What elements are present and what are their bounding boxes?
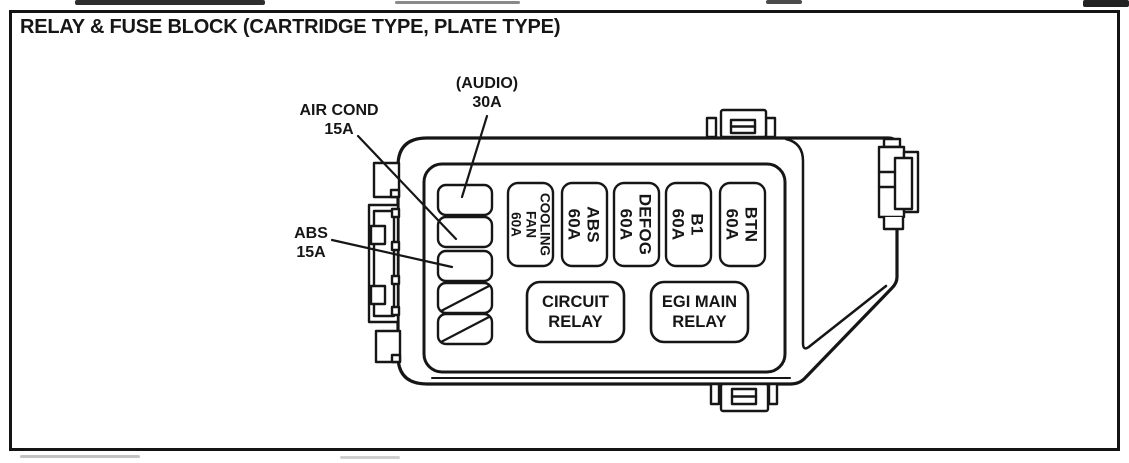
connector-right [877,137,920,231]
scan-artifact [75,0,265,5]
relay-circuit [525,280,626,344]
fuse-label-defog: DEFOG 60A [614,183,659,267]
leader-line-audio [460,114,489,199]
fuse-name-line: DEFOG [636,193,655,256]
relay-name-line: CIRCUIT [542,293,609,311]
connector-left-upper [372,161,401,199]
fuse-slot-air-cond [436,215,494,249]
connector-left-middle [367,203,401,324]
fuse-label-abs: ABS 60A [562,183,607,267]
relay-label-egi-main: EGI MAIN RELAY [651,282,748,342]
scan-artifact [340,456,400,459]
fuse-label-btn: BTN 60A [720,183,765,267]
cartridge-fuse-abs [560,181,609,268]
page-title: RELAY & FUSE BLOCK (CARTRIDGE TYPE, PLAT… [20,16,561,38]
scan-artifact [20,455,140,458]
fuse-slot-abs [436,249,494,283]
connector-bottom [709,382,779,413]
scan-artifact [395,1,520,4]
callout-air-cond-rating: 15A [324,121,354,138]
empty-slot-cross-1 [439,284,491,313]
cartridge-fuse-btn [718,181,767,268]
fuse-rating: 60A [617,208,636,241]
cartridge-fuse-b1 [664,181,713,268]
callout-abs-rating: 15A [296,244,326,261]
empty-slot-cross-2 [439,315,491,344]
scan-artifact [766,0,802,4]
callout-air-cond: AIR COND 15A [297,101,381,139]
fuse-rating: 60A [565,208,584,241]
relay-name-line: RELAY [548,313,603,331]
fuse-rating: 60A [508,212,524,237]
fuse-label-b1: B1 60A [666,183,711,267]
leader-line-abs [330,238,454,269]
fuse-name-line: ABS [584,206,603,243]
relay-label-circuit: CIRCUIT RELAY [527,282,624,342]
cartridge-fuse-cooling-fan [506,181,555,268]
relay-name-line: EGI MAIN [661,293,738,311]
relay-name-line: RELAY [672,313,727,331]
fuse-name-line: B1 [688,213,707,236]
connector-top [705,108,777,139]
connector-left-lower [374,329,402,364]
relay-egi-main [649,280,750,344]
fuse-name-line: BTN [742,206,761,243]
fuse-rating: 60A [723,208,742,241]
housing-step-line [784,137,888,350]
leader-line-air-cond [356,134,458,241]
page-border-frame [9,10,1120,451]
callout-audio-rating: 30A [472,94,502,111]
callout-audio-label: (AUDIO) [455,75,519,92]
scan-artifact [1083,0,1129,7]
callout-audio: (AUDIO) 30A [447,74,527,112]
callout-abs-label: ABS [294,225,328,242]
fuse-name-line: COOLING [537,193,553,256]
cartridge-fuse-defog [612,181,661,268]
fuse-name-line: FAN [523,211,539,238]
callout-abs: ABS 15A [278,224,344,262]
fuse-rating: 60A [669,208,688,241]
callout-air-cond-label: AIR COND [299,102,379,119]
fuse-label-cooling-fan: COOLING FAN 60A [508,183,553,267]
